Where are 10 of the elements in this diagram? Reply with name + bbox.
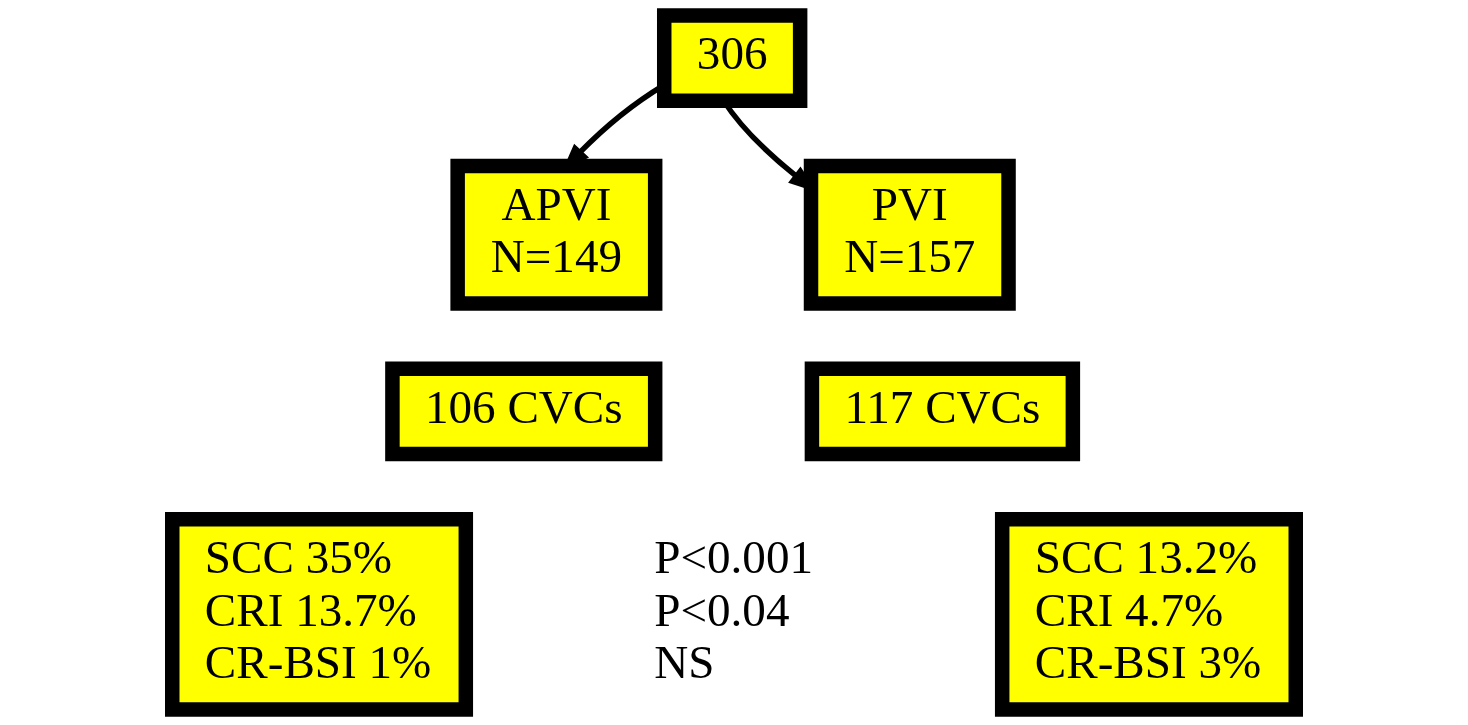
node-box: 306 xyxy=(657,8,808,108)
label: P<0.001 xyxy=(654,531,814,584)
node-box: 106 CVCs xyxy=(385,361,663,462)
node-box: PVI N=157 xyxy=(803,158,1016,311)
node-box: SCC 35% CRI 13.7% CR-BSI 1% xyxy=(165,512,474,717)
label: P<0.04 xyxy=(654,583,790,636)
node-box: 117 CVCs xyxy=(804,361,1081,462)
node-box: APVI N=149 xyxy=(450,158,663,311)
node-box: SCC 13.2% CRI 4.7% CR-BSI 3% xyxy=(994,512,1303,717)
label: NS xyxy=(654,636,715,689)
